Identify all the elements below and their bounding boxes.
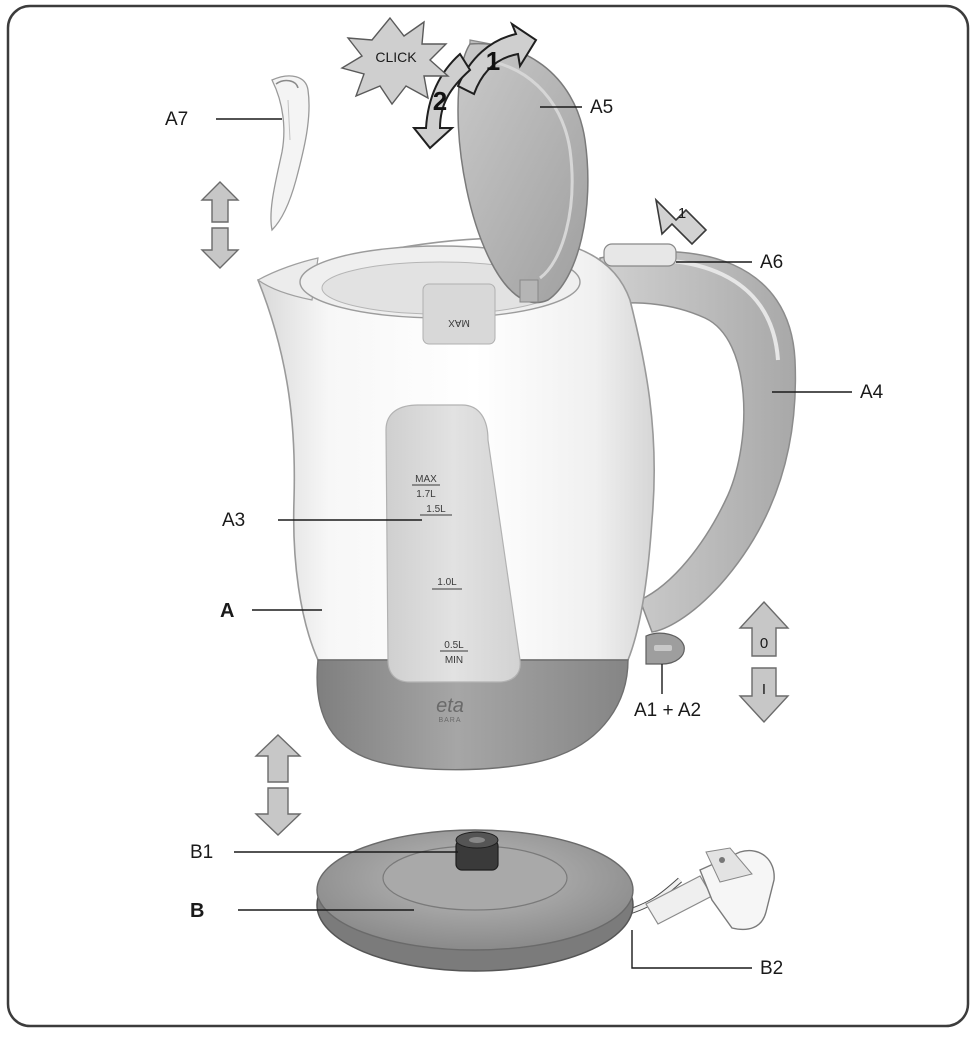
- label-a3: A3: [222, 510, 245, 531]
- label-b2: B2: [760, 958, 783, 979]
- gauge-max: MAX: [415, 474, 437, 485]
- gauge-1-0: 1.0L: [437, 577, 457, 588]
- brand-model: BARA: [438, 717, 461, 724]
- lid-close-step: 2: [433, 86, 447, 116]
- connector-pin: [469, 837, 485, 843]
- gauge-0-5: 0.5L: [444, 640, 464, 651]
- label-b1: B1: [190, 842, 213, 863]
- label-a: A: [220, 600, 234, 622]
- lid-button-a6: [604, 244, 676, 266]
- gauge-1-5: 1.5L: [426, 504, 446, 515]
- label-a7: A7: [165, 109, 188, 130]
- plug-pin: [719, 857, 725, 863]
- label-a4: A4: [860, 382, 884, 403]
- inner-gauge: [423, 284, 495, 344]
- label-a5: A5: [590, 97, 613, 118]
- lid-latch: [520, 280, 538, 302]
- press-arrow-step: 1: [678, 205, 686, 222]
- switch-on-label: I: [762, 681, 766, 698]
- gauge-1-7: 1.7L: [416, 489, 436, 500]
- label-a6: A6: [760, 252, 783, 273]
- gauge-min: MIN: [445, 655, 463, 666]
- switch-indicator: [654, 645, 672, 651]
- label-b: B: [190, 900, 204, 922]
- inner-gauge-max: MAX: [448, 317, 470, 328]
- click-text: CLICK: [375, 49, 417, 65]
- brand-logo: eta: [436, 695, 464, 717]
- switch-off-label: 0: [760, 635, 768, 652]
- lid-open-step: 1: [486, 46, 500, 76]
- label-a1-a2: A1 + A2: [634, 700, 701, 721]
